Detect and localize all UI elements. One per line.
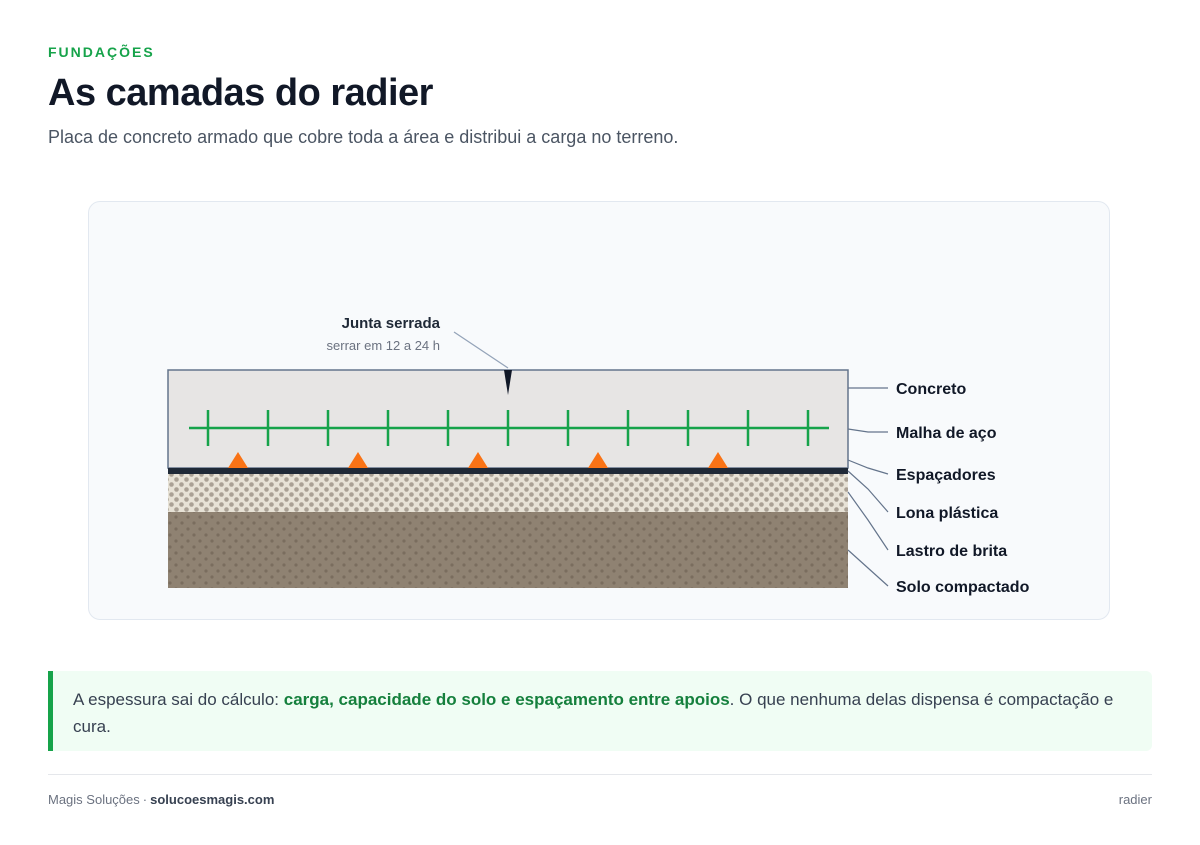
callout-lead: A espessura sai do cálculo: — [73, 690, 284, 709]
label-gravel: Lastro de brita — [896, 543, 1007, 560]
label-concrete: Concreto — [896, 381, 966, 398]
callout-tail: . O que nenhuma delas dispensa é compact… — [73, 690, 1114, 736]
page-subtitle: Placa de concreto armado que cobre toda … — [48, 127, 679, 147]
joint-leader-line — [453, 331, 509, 369]
thickness-note-callout: A espessura sai do cálculo: carga, capac… — [48, 671, 1152, 751]
footer-brand: Magis Soluções — [48, 792, 140, 807]
spacer — [708, 452, 728, 468]
label-plastic-sheet: Lona plástica — [896, 505, 998, 522]
layer-leader-lines — [847, 387, 889, 587]
footer-credits: Magis Soluções·solucoesmagis.com — [48, 792, 274, 807]
footer-separator: · — [142, 792, 148, 807]
footer-site-link[interactable]: solucoesmagis.com — [150, 792, 275, 807]
spacer — [348, 452, 368, 468]
section-eyebrow: FUNDAÇÕES — [48, 44, 155, 60]
diagram-panel: Junta serrada serrar em 12 a 24 h Concre… — [88, 201, 1110, 620]
page-title: As camadas do radier — [48, 72, 433, 114]
joint-title: Junta serrada — [342, 315, 441, 332]
joint-note: serrar em 12 a 24 h — [327, 338, 440, 353]
label-soil: Solo compactado — [896, 579, 1030, 596]
footer-divider — [48, 774, 1152, 775]
soil-layer — [168, 512, 848, 588]
callout-emphasis: carga, capacidade do solo e espaçamento … — [283, 690, 730, 709]
spacer — [468, 452, 488, 468]
label-spacers: Espaçadores — [896, 467, 996, 484]
gravel-layer — [168, 474, 848, 512]
radier-layers-diagram: Junta serrada serrar em 12 a 24 h Concre… — [167, 315, 1030, 596]
spacers — [228, 452, 728, 468]
steel-mesh — [189, 410, 829, 446]
footer-tag: radier — [1118, 792, 1152, 807]
spacer — [588, 452, 608, 468]
saw-joint-notch — [504, 370, 512, 395]
spacer — [228, 452, 248, 468]
plastic-sheet-layer — [168, 468, 848, 474]
label-steel-mesh: Malha de aço — [896, 425, 997, 442]
